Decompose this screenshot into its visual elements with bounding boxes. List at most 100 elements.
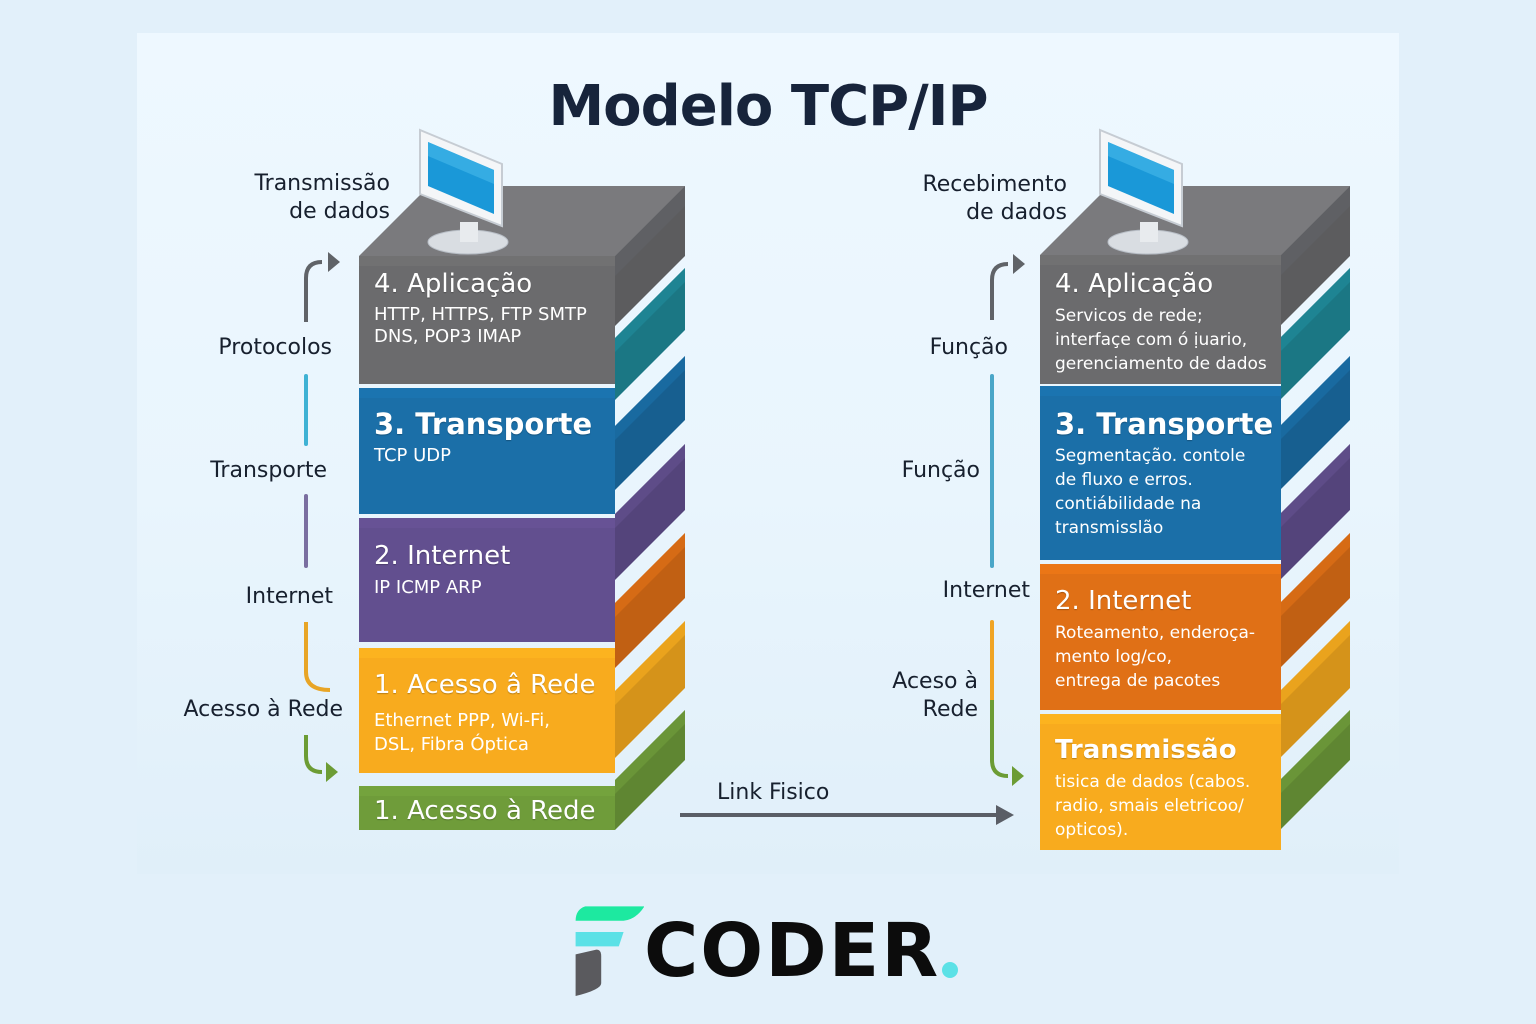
left-side-face-1 bbox=[615, 268, 685, 400]
left-side-label-transporte: Transporte bbox=[210, 458, 327, 483]
right-side-highlight-5 bbox=[1281, 621, 1350, 704]
right-block-transporte-title: 3. Transporte bbox=[1055, 407, 1274, 441]
right-side-label-funcao-2: Função bbox=[901, 458, 980, 483]
right-side-slab-3 bbox=[1281, 444, 1350, 579]
left-arrow-down-icon bbox=[304, 735, 338, 782]
left-side-slab-6 bbox=[615, 710, 685, 830]
right-block-transporte-face bbox=[1040, 386, 1281, 560]
left-block-acesso-rede-desc: Ethernet PPP, Wi-Fi, DSL, Fibra Óptica bbox=[374, 710, 550, 755]
right-arrow-up-icon-line bbox=[990, 262, 1009, 320]
monitor-neck bbox=[460, 222, 478, 242]
left-side-slab-3 bbox=[615, 444, 685, 580]
left-side-face-2 bbox=[615, 356, 685, 490]
left-block-internet-top-edge bbox=[359, 518, 615, 528]
right-block-aplicacao-title: 4. Aplicação bbox=[1055, 269, 1214, 299]
right-side-face-1 bbox=[1281, 268, 1350, 399]
left-block-transporte-text: 3. Transporte TCP UDP bbox=[374, 408, 592, 468]
right-side-label-acesso-rede: Aceso à Rede bbox=[892, 669, 978, 722]
fcoder-logo-word: CODER bbox=[644, 908, 941, 994]
left-computer-monitor-icon bbox=[419, 128, 509, 255]
left-side-highlight-2 bbox=[615, 356, 685, 440]
left-block-aplicacao-desc: HTTP, HTTPS, FTP SMTP DNS, POP3 IMAP bbox=[374, 304, 587, 347]
left-side-label-internet: Internet bbox=[245, 584, 333, 609]
left-block-transporte-desc: TCP UDP bbox=[374, 445, 451, 466]
right-side-highlight-1 bbox=[1281, 268, 1350, 351]
left-block-internet-title: 2. Internet bbox=[374, 541, 511, 571]
left-side-highlight-6 bbox=[615, 710, 685, 794]
right-block-aplicacao-top-edge bbox=[1040, 255, 1281, 265]
link-fisico-label: Link Fisico bbox=[717, 780, 830, 805]
page-title: Modelo TCP/IP bbox=[548, 74, 988, 139]
right-caption-recebimento: Recebimento de dados bbox=[922, 172, 1067, 225]
left-side-face-3 bbox=[615, 444, 685, 580]
right-block-aplicacao-desc: Servicos de rede; interfaçe com ó ịuario… bbox=[1055, 306, 1267, 374]
right-block-transmissao-text: Transmissão tisica de dados (cabos. radi… bbox=[1055, 734, 1250, 842]
monitor-neck bbox=[1140, 222, 1158, 242]
right-side-slab-1 bbox=[1281, 268, 1350, 399]
right-arrow-up-icon bbox=[990, 254, 1025, 320]
left-block-aplicacao-face bbox=[359, 256, 615, 384]
left-side-label-protocolos: Protocolos bbox=[218, 335, 332, 360]
right-arrow-down-icon bbox=[990, 700, 1024, 786]
right-block-internet-top-edge bbox=[1040, 564, 1281, 574]
right-block-internet-title: 2. Internet bbox=[1055, 586, 1192, 616]
right-block-internet-desc: Roteamento, enderoça- mento log/co, entr… bbox=[1055, 623, 1256, 691]
left-block-transporte-face bbox=[359, 388, 615, 514]
right-block-transmissao-desc: tisica de dados (cabos. radio, smais ele… bbox=[1055, 772, 1251, 840]
left-block-acesso-rede-fisico-text: 1. Acesso à Rede bbox=[374, 795, 596, 827]
left-block-internet-desc: IP ICMP ARP bbox=[374, 577, 482, 598]
left-side-highlight-1 bbox=[615, 268, 685, 352]
left-arrow-down-icon-line bbox=[304, 735, 323, 774]
left-block-transporte-top-edge bbox=[359, 388, 615, 398]
right-arrow-down-icon-line bbox=[990, 700, 1009, 778]
fcoder-logo-mark-icon bbox=[575, 906, 644, 996]
left-side-face-5 bbox=[615, 621, 685, 758]
fcoder-logo: CODER bbox=[574, 900, 974, 1000]
right-side-face-2 bbox=[1281, 356, 1350, 489]
left-side-slab-4 bbox=[615, 533, 685, 668]
right-side-highlight-3 bbox=[1281, 444, 1350, 527]
right-block-transmissao-face bbox=[1040, 714, 1281, 850]
left-arrow-up-icon-head bbox=[328, 252, 340, 272]
right-computer-monitor-icon bbox=[1099, 128, 1189, 255]
right-block-aplicacao-face bbox=[1040, 255, 1281, 384]
right-block-transmissao-title: Transmissão bbox=[1055, 735, 1237, 765]
right-block-transporte-desc: Segmentação. contole de fluxo e erros. c… bbox=[1055, 446, 1246, 538]
right-side-slab-4 bbox=[1281, 533, 1350, 667]
right-side-label-funcao-1: Função bbox=[929, 335, 1008, 360]
right-side-slab-6 bbox=[1281, 710, 1350, 829]
left-side-slab-5 bbox=[615, 621, 685, 758]
left-block-acesso-rede-top-edge bbox=[359, 648, 615, 658]
left-side-highlight-5 bbox=[615, 621, 685, 705]
right-block-aplicacao-text: 4. Aplicação Servicos de rede; interfaçe… bbox=[1055, 268, 1267, 376]
monitor-screen-glare bbox=[1108, 142, 1174, 184]
left-block-aplicacao-top-edge bbox=[359, 256, 615, 266]
right-side-face-5 bbox=[1281, 621, 1350, 757]
left-connector-internet-acesso bbox=[304, 622, 331, 692]
left-lid-side bbox=[615, 186, 685, 276]
right-block-internet-face bbox=[1040, 564, 1281, 710]
right-side-slab-2 bbox=[1281, 356, 1350, 489]
right-block-transmissao-top-edge bbox=[1040, 714, 1281, 724]
left-block-acesso-rede-fisico-title: 1. Acesso à Rede bbox=[374, 796, 596, 826]
left-block-aplicacao-title: 4. Aplicação bbox=[374, 269, 533, 299]
right-side-highlight-6 bbox=[1281, 710, 1350, 793]
left-arrow-down-icon-head bbox=[326, 762, 338, 782]
left-caption-transmissao: Transmissão de dados bbox=[254, 171, 390, 224]
left-side-slab-2 bbox=[615, 356, 685, 490]
left-block-acesso-rede-text: 1. Acesso â Rede Ethernet PPP, Wi-Fi, DS… bbox=[374, 669, 596, 757]
link-fisico-arrow-icon bbox=[680, 805, 1014, 825]
link-fisico-arrow-head bbox=[996, 805, 1014, 825]
right-side-highlight-2 bbox=[1281, 356, 1350, 439]
left-block-acesso-rede-title: 1. Acesso â Rede bbox=[374, 670, 596, 700]
right-side-slab-5 bbox=[1281, 621, 1350, 757]
right-arrow-down-icon-head bbox=[1012, 766, 1024, 786]
monitor-screen-glare bbox=[428, 142, 494, 184]
left-side-face-4 bbox=[615, 533, 685, 668]
left-block-acesso-rede-fisico-top-edge bbox=[359, 786, 615, 796]
right-lid-side bbox=[1281, 186, 1350, 275]
right-block-internet-text: 2. Internet Roteamento, enderoça- mento … bbox=[1055, 585, 1255, 693]
left-block-aplicacao-text: 4. Aplicação HTTP, HTTPS, FTP SMTP DNS, … bbox=[374, 268, 587, 348]
left-side-highlight-3 bbox=[615, 444, 685, 528]
